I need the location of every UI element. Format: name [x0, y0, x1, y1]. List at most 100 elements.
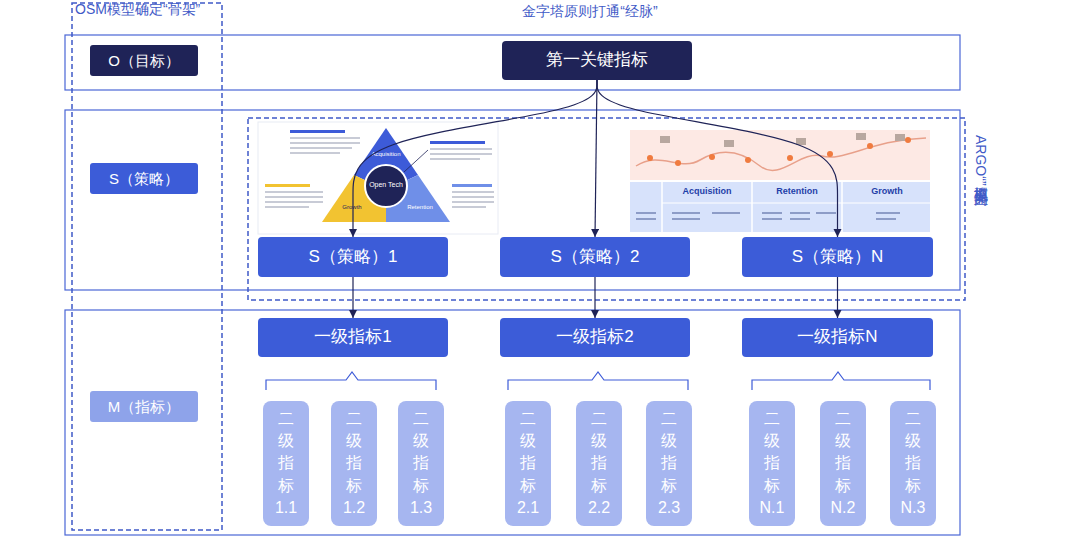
- layer-label: O（目标）: [90, 45, 198, 76]
- node-text: 一级指标1: [314, 327, 391, 347]
- journey-icon: [724, 140, 734, 147]
- journey-dot: [709, 154, 715, 160]
- leader-line: [404, 150, 428, 172]
- text-line: [452, 191, 494, 193]
- group-bracket: [266, 372, 436, 390]
- text-line: [430, 158, 480, 160]
- layer-label: S（策略）: [90, 163, 198, 194]
- journey-icon: [660, 136, 670, 143]
- text-line: [265, 191, 323, 193]
- connector-arrow: [353, 80, 597, 237]
- level2-metric-box: 二 级 指 标 1.1: [263, 401, 309, 526]
- text-line: [290, 152, 340, 154]
- node-text: 二 级 指 标 N.2: [828, 408, 858, 520]
- text-line: [452, 184, 492, 187]
- text-line: [265, 206, 309, 208]
- node-text: O（目标）: [108, 52, 180, 70]
- journey-icon: [856, 133, 866, 140]
- osm-dashed-frame: [72, 3, 222, 530]
- column-header: Retention: [757, 186, 837, 196]
- table-divider: [661, 182, 663, 232]
- text-line: [762, 218, 782, 220]
- hub-circle: [365, 165, 407, 207]
- text-line: [790, 212, 810, 214]
- journey-band: [630, 130, 930, 180]
- text-line: [452, 201, 494, 203]
- text-line: [816, 212, 836, 214]
- level2-metric-box: 二 级 指 标 2.1: [505, 401, 551, 526]
- connector-arrow: [595, 80, 597, 237]
- journey-dot: [745, 157, 751, 163]
- text-line: [876, 218, 896, 220]
- strategy-box: S（策略）2: [500, 237, 690, 277]
- node-text: S（策略）1: [309, 247, 398, 267]
- journey-dot: [905, 137, 911, 143]
- node-text: 二 级 指 标 1.3: [406, 408, 436, 520]
- group-bracket: [752, 372, 930, 390]
- level2-metric-box: 二 级 指 标 N.3: [890, 401, 936, 526]
- text-line: [265, 196, 323, 198]
- journey-dot: [827, 151, 833, 157]
- journey-dot: [867, 143, 873, 149]
- text-line: [672, 212, 700, 214]
- level1-metric-box: 一级指标1: [258, 318, 448, 357]
- connector-arrow: [352, 277, 353, 318]
- text-line: [876, 212, 900, 214]
- level2-metric-box: 二 级 指 标 1.3: [398, 401, 444, 526]
- connector-arrow: [594, 277, 595, 318]
- level2-metric-box: 二 级 指 标 1.2: [331, 401, 377, 526]
- stage-table: [630, 182, 930, 232]
- strategy-box: S（策略）N: [742, 237, 933, 277]
- node-text: S（策略）N: [792, 247, 884, 267]
- level2-metric-box: 二 级 指 标 N.2: [820, 401, 866, 526]
- text-line: [265, 184, 310, 187]
- diagram-title: 金字塔原则打通“经脉”: [390, 3, 790, 21]
- node-text: S（策略）: [109, 170, 179, 188]
- node-text: 二 级 指 标 N.3: [898, 408, 928, 520]
- level1-metric-box: 一级指标2: [500, 318, 690, 357]
- text-line: [636, 212, 656, 214]
- level1-metric-box: 一级指标N: [742, 318, 933, 357]
- connector-arrow: [837, 277, 838, 318]
- connector-arrow: [597, 80, 838, 237]
- text-line: [290, 130, 345, 133]
- node-text: 一级指标N: [797, 327, 877, 347]
- text-line: [265, 201, 323, 203]
- table-divider: [751, 182, 753, 232]
- argo-dashed-frame: [248, 118, 965, 300]
- node-text: 二 级 指 标 1.1: [271, 408, 301, 520]
- layer-label: M（指标）: [90, 391, 198, 422]
- segment-label: Growth: [334, 204, 370, 210]
- metric-band: [65, 310, 960, 535]
- table-divider: [662, 203, 930, 204]
- segment-label: Retention: [400, 204, 440, 210]
- text-line: [430, 148, 492, 150]
- table-divider: [841, 182, 843, 232]
- journey-icon: [895, 134, 905, 141]
- journey-dot: [787, 155, 793, 161]
- text-line: [636, 218, 656, 220]
- strategy-box: S（策略）1: [258, 237, 448, 277]
- node-text: 一级指标2: [556, 327, 633, 347]
- column-header: Acquisition: [667, 186, 747, 196]
- node-text: 二 级 指 标 1.2: [339, 408, 369, 520]
- text-line: [290, 137, 360, 139]
- column-header: Growth: [847, 186, 927, 196]
- journey-icon: [796, 138, 806, 145]
- frame-caption: ARGO模型填充“血肉”: [972, 135, 990, 186]
- node-text: 二 级 指 标 2.1: [513, 408, 543, 520]
- node-text: S（策略）2: [551, 247, 640, 267]
- node-text: 二 级 指 标 N.1: [757, 408, 787, 520]
- text-line: [452, 206, 486, 208]
- text-line: [672, 218, 700, 220]
- journey-dot: [675, 160, 681, 166]
- text-line: [290, 147, 352, 149]
- strategy-band: [65, 110, 960, 290]
- text-line: [762, 212, 782, 214]
- node-text: M（指标）: [108, 398, 181, 416]
- text-line: [452, 196, 494, 198]
- journey-curve: [636, 138, 926, 171]
- hub-label: Open Tech: [366, 181, 406, 188]
